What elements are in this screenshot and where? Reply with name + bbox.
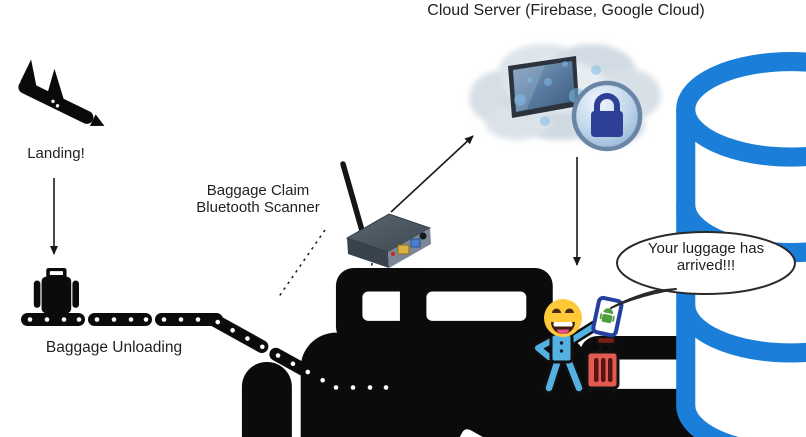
airplane-icon — [18, 59, 105, 127]
power-port — [419, 232, 427, 240]
bluetooth-scanner-router-icon — [340, 161, 432, 268]
scanner-label: Baggage Claim Bluetooth Scanner — [196, 182, 320, 217]
conveyor-belt-icon — [21, 268, 806, 437]
ethernet-port — [397, 244, 410, 255]
speech-bubble-mask — [640, 244, 772, 282]
antenna — [340, 161, 366, 237]
router-led — [391, 252, 395, 256]
baggage-unloading-label: Baggage Unloading — [45, 339, 183, 356]
cloud-server-title: Cloud Server (Firebase, Google Cloud) — [427, 2, 705, 19]
happy-traveler-icon — [532, 295, 624, 394]
happy-emoji-face — [544, 299, 582, 337]
android-phone-icon — [591, 295, 624, 338]
belt-flat-segments — [21, 313, 223, 326]
landing-label: Landing! — [27, 145, 85, 162]
belt-slope — [205, 314, 715, 437]
rolling-luggage-icon — [585, 335, 620, 393]
speech-bubble — [610, 231, 796, 309]
lock-icon — [571, 80, 643, 152]
android-robot-icon — [599, 308, 615, 324]
belt-bottom — [326, 336, 806, 437]
dashed-scan-link-1 — [277, 229, 326, 299]
speech-bubble-tail — [610, 288, 677, 309]
usb-port — [410, 238, 421, 248]
speech-bubble-text: Your luggage has arrived!!! — [647, 240, 765, 274]
suitcase-icon — [33, 268, 80, 314]
cloud-icon — [469, 44, 661, 152]
router-left-face — [347, 238, 389, 268]
arrow-scanner-to-cloud — [390, 135, 474, 213]
